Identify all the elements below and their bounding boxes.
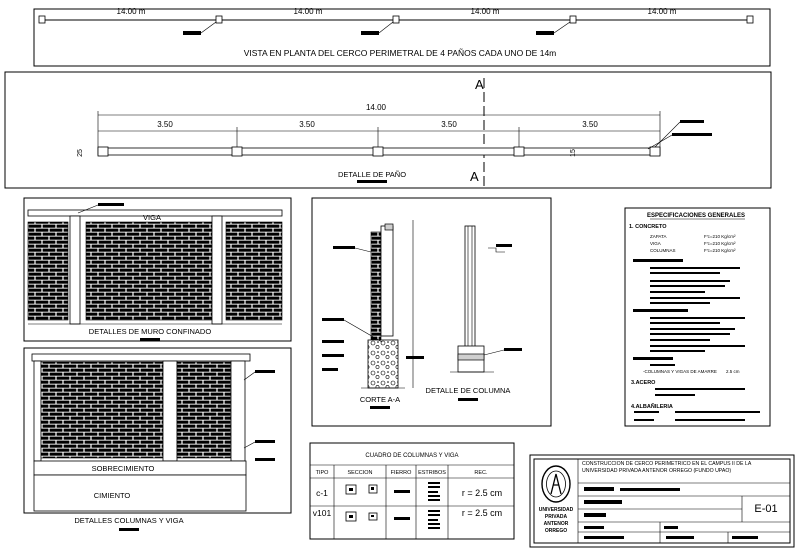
plan-tag-blocks	[183, 21, 571, 35]
cuadro-header-fierro: FIERRO	[391, 470, 413, 476]
university-logo	[541, 465, 571, 503]
university-line-2: PRIVADA	[545, 514, 568, 520]
titleblock-fill-marks	[584, 487, 758, 539]
cortes-detail: CORTE A-A DETALLE DE COLUMNA	[311, 197, 552, 427]
pano-height-right: 15	[570, 149, 577, 157]
especificaciones-title: ESPECIFICACIONES GENERALES	[647, 213, 745, 219]
plan-span-label-1: 14.00 m	[117, 7, 146, 16]
cuadro-frame	[309, 442, 515, 540]
viga-beam	[27, 209, 283, 217]
cuadro-columnas-table: CUADRO DE COLUMNAS Y VIGA TIPO SECCION F…	[309, 442, 515, 540]
concreto-row-3-value: F'c=210 Kg/cm²	[704, 248, 736, 253]
titleblock-outer	[529, 454, 795, 548]
plan-view: 14.00 m 14.00 m 14.00 m 14.00 m VISTA EN…	[33, 7, 771, 67]
cuadro-header-seccion: SECCION	[347, 470, 372, 476]
spec-note-lines	[633, 259, 745, 366]
corte-callouts	[322, 246, 424, 371]
cuadro-fill-marks	[394, 482, 440, 529]
pano-segment-1: 3.50	[157, 120, 173, 129]
university-line-4: ORREGO	[545, 528, 567, 534]
pano-segment-2: 3.50	[299, 120, 315, 129]
cimiento-band	[33, 474, 247, 512]
concreto-row-3-name: COLUMNAS	[650, 248, 676, 253]
pano-total-dim: 14.00	[366, 103, 387, 112]
cuadro-row-1-tipo: c-1	[316, 488, 328, 498]
cuadro-title: CUADRO DE COLUMNAS Y VIGA	[365, 453, 458, 459]
columna-title: DETALLE DE COLUMNA	[426, 386, 511, 395]
plan-frame	[33, 8, 771, 67]
plan-title: VISTA EN PLANTA DEL CERCO PERIMETRAL DE …	[244, 48, 557, 58]
plan-span-label-2: 14.00 m	[294, 7, 323, 16]
muro-title: DETALLES DE MURO CONFINADO	[89, 327, 212, 336]
pano-columns	[97, 146, 661, 157]
cortes-frame	[311, 197, 552, 427]
concreto-heading: 1. CONCRETO	[629, 224, 667, 230]
pano-segment-3: 3.50	[441, 120, 457, 129]
plan-columns	[38, 15, 754, 24]
section-mark-bottom: A	[470, 169, 479, 184]
pano-height-left: 25	[77, 149, 84, 157]
university-line-1: UNIVERSIDAD	[539, 507, 574, 513]
pano-title: DETALLE DE PAÑO	[338, 170, 406, 179]
project-title: CONSTRUCCIÓN DE CERCO PERIMETRICO EN EL …	[582, 461, 752, 474]
sheet-code: E-01	[754, 503, 777, 515]
corte-title: CORTE A-A	[360, 395, 400, 404]
concreto-row-2-value: F'c=210 Kg/cm²	[704, 241, 736, 246]
plan-span-label-4: 14.00 m	[648, 7, 677, 16]
cv-brick-left	[40, 361, 164, 459]
cuadro-section-icons	[345, 484, 378, 522]
pano-detail: A A 14.00 3.50 3.50 3.50 3.50 25 15	[4, 71, 772, 189]
recub-row-1-value: 2.5 cm	[726, 369, 740, 374]
columnas-viga-title: DETALLES COLUMNAS Y VIGA	[74, 516, 183, 525]
cimiento-label: CIMIENTO	[94, 491, 131, 500]
especificaciones-frame	[624, 207, 771, 427]
cuadro-row-2-rec: r = 2.5 cm	[462, 508, 502, 518]
corte-footing	[367, 339, 399, 389]
section-mark-top: A	[475, 77, 484, 92]
concreto-row-1-value: F'c=210 Kg/cm²	[704, 234, 736, 239]
pano-callouts	[647, 120, 712, 150]
cuadro-header-estribos: ESTRIBOS	[418, 470, 446, 476]
pano-frame	[4, 71, 772, 189]
cuadro-header-rec: REC.	[474, 470, 488, 476]
concreto-row-1-name: ZAPATA	[650, 234, 667, 239]
viga-label: VIGA	[143, 213, 161, 222]
muro-column-1	[69, 215, 81, 325]
especificaciones-block: ESPECIFICACIONES GENERALES 1. CONCRETO Z…	[624, 207, 771, 427]
recub-row-1-name: -COLUMNAS Y VIGAS DE AMARRE	[643, 369, 717, 374]
corte-wall	[370, 231, 382, 341]
concreto-row-2-name: VIGA	[650, 241, 661, 246]
university-line-3: ANTENOR	[544, 521, 569, 527]
brick-panel-left	[27, 221, 69, 321]
plan-span-label-3: 14.00 m	[471, 7, 500, 16]
cuadro-row-1-rec: r = 2.5 cm	[462, 488, 502, 498]
sobrecimiento-label: SOBRECIMIENTO	[92, 464, 155, 473]
acero-heading: 3.ACERO	[631, 380, 656, 386]
pano-segment-4: 3.50	[582, 120, 598, 129]
columnas-viga-detail: SOBRECIMIENTO CIMIENTO DETALLES COLUMNAS…	[23, 347, 292, 531]
columnas-frame	[23, 347, 292, 514]
albanileria-heading: 4.ALBAÑILERIA	[631, 403, 673, 410]
cuadro-row-2-tipo: v101	[313, 508, 332, 518]
muro-confinado-detail: VIGA DETALLES DE MURO CONFINADO	[23, 197, 292, 342]
cv-brick-right	[176, 361, 232, 459]
title-block: UNIVERSIDAD PRIVADA ANTENOR ORREGO CONST…	[529, 454, 795, 548]
pano-segment-ticks	[236, 127, 520, 148]
columna-body	[464, 225, 476, 355]
muro-column-2	[211, 215, 223, 325]
brick-panel-right	[225, 221, 283, 321]
brick-panel-center	[85, 221, 213, 321]
cuadro-header-tipo: TIPO	[316, 470, 330, 476]
